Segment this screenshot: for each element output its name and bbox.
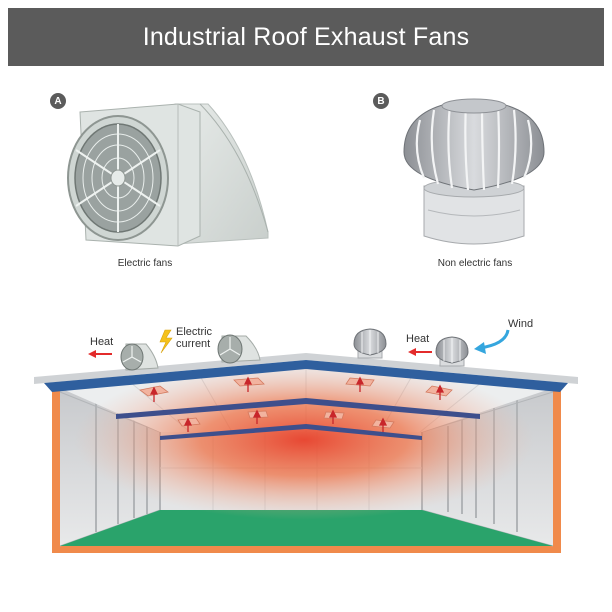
badge-b: B xyxy=(373,93,389,109)
page-title: Industrial Roof Exhaust Fans xyxy=(142,22,470,51)
caption-non-electric-fans: Non electric fans xyxy=(437,258,513,269)
heat-arrow-left xyxy=(88,350,112,358)
label-wind: Wind xyxy=(508,318,534,330)
turbine-vent-illustration xyxy=(403,98,545,245)
lightning-icon xyxy=(159,329,173,354)
heat-arrow-right xyxy=(408,348,432,356)
floor xyxy=(60,510,553,546)
warehouse-building xyxy=(34,353,578,553)
label-electric: Electric xyxy=(176,326,213,338)
electric-fan-illustration xyxy=(67,103,269,247)
heat-glow xyxy=(74,360,534,520)
label-heat-left: Heat xyxy=(90,336,114,348)
badge-a: A xyxy=(50,93,66,109)
wind-arrow xyxy=(474,329,510,354)
roof-electric-fan-left xyxy=(120,343,159,371)
label-heat-right: Heat xyxy=(406,333,430,345)
label-current: current xyxy=(176,338,211,350)
roof-turbine-vent-right xyxy=(435,336,469,367)
roof-turbine-vent-left xyxy=(353,328,387,359)
title-bar: Industrial Roof Exhaust Fans xyxy=(8,8,604,66)
caption-electric-fans: Electric fans xyxy=(117,258,173,269)
roof-electric-fan-right xyxy=(217,334,261,364)
